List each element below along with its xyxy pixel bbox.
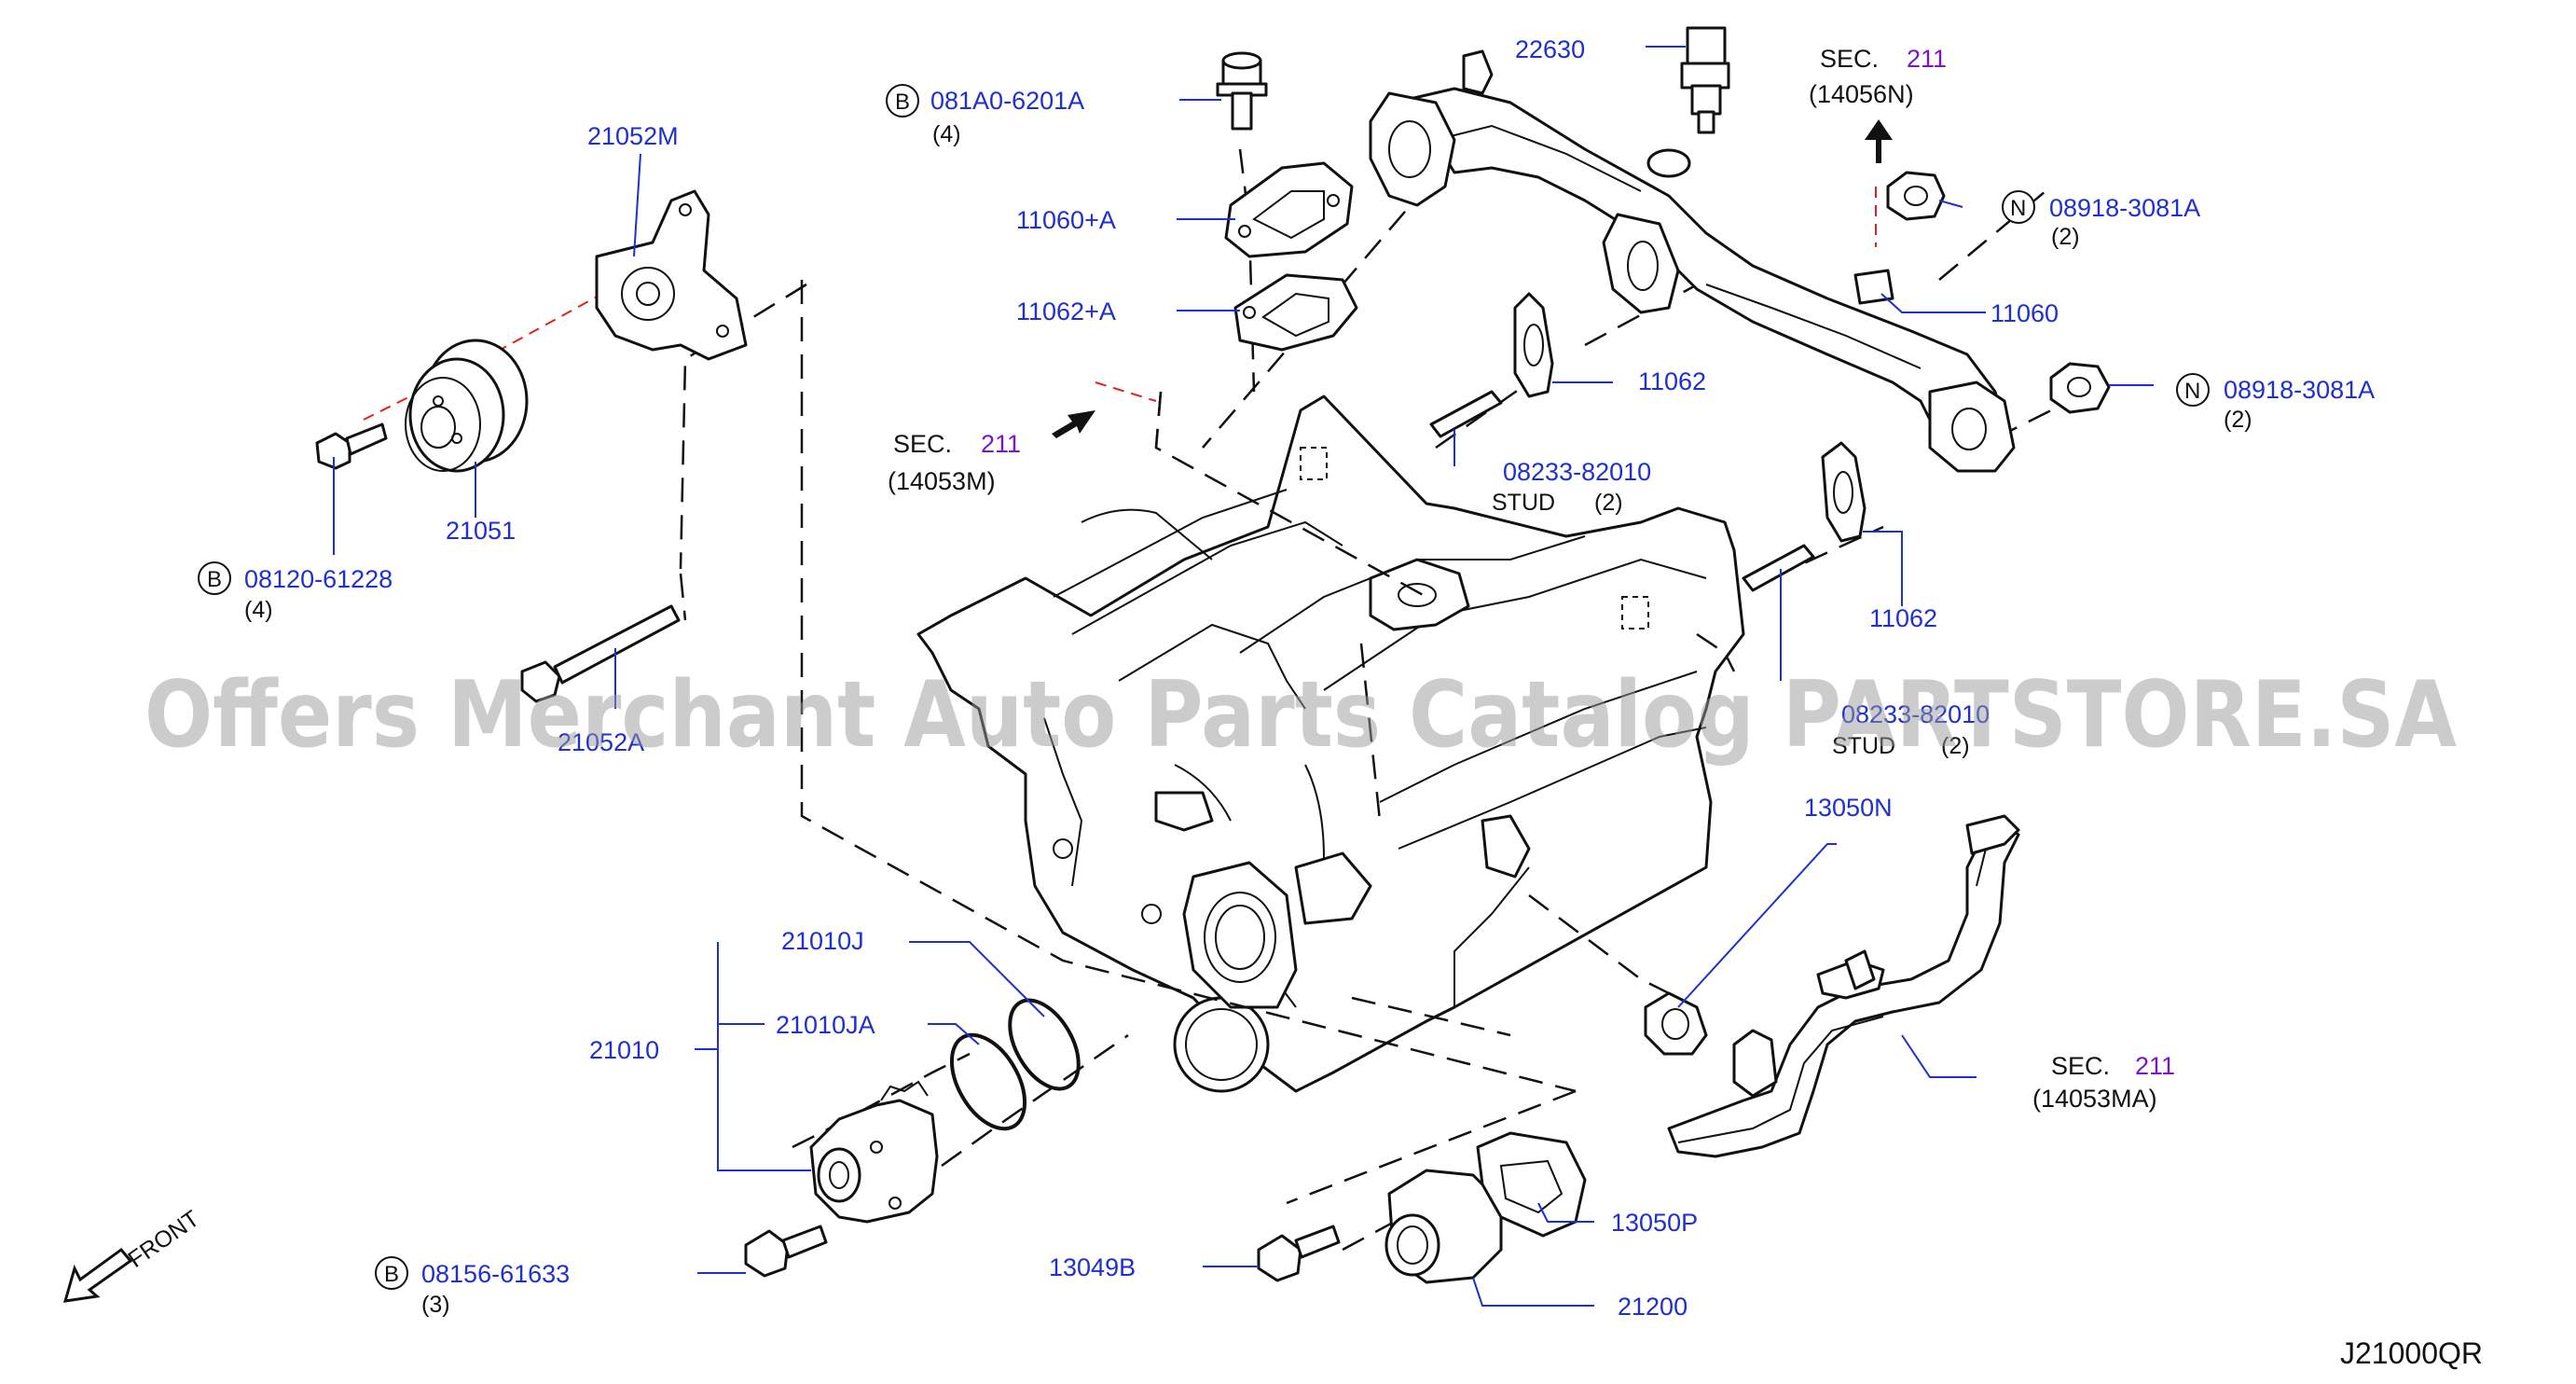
leader-lines [333,46,2154,1307]
sec-top-right-number: 211 [1907,45,1947,73]
label-21010: 21010 [589,1036,659,1064]
temperature-sensor [1680,26,1730,134]
svg-text:B: B [207,567,222,592]
stud-text-upper: STUD [1492,490,1555,516]
front-arrow-icon [62,1247,133,1303]
qty-08120: (4) [244,597,273,623]
stud-upper [1429,390,1503,438]
label-08233-82010-lower: 08233-82010 [1841,700,1990,728]
engine-block [916,394,1745,1093]
label-08156-61633: 08156-61633 [421,1260,570,1288]
label-11062A: 11062+A [1016,298,1116,325]
bolt-13049B [1257,1225,1341,1282]
stud-text-lower: STUD [1832,733,1895,759]
o-ring-21010JA [949,1032,1027,1131]
gasket-11062-upper [1513,292,1554,398]
front-label: FRONT [123,1206,204,1273]
o-ring-21010J [1008,998,1081,1091]
long-bolt-21052A [520,604,681,703]
svg-text:N: N [2184,379,2200,404]
svg-text:N: N [2010,196,2026,221]
bolt-08156 [744,1225,828,1278]
badge-b-08156 [375,1256,408,1290]
label-08918-3081A-upper: 08918-3081A [2049,194,2200,222]
badge-b-081A0 [886,84,919,118]
sec-left-label: SEC. [893,430,952,458]
water-pipe-11060 [1369,49,2016,473]
label-21052M: 21052M [587,122,679,150]
label-21010J: 21010J [781,927,864,955]
water-pump-bracket-21052M [595,189,748,361]
watermark: Offers Merchant Auto Parts Catalog PARTS… [145,662,2457,768]
label-08233-82010-upper: 08233-82010 [1503,458,1651,486]
gasket-11062-lower [1821,441,1867,543]
label-11060A: 11060+A [1016,206,1116,234]
badge-n-08918-lower [2176,373,2210,407]
badge-b-08120 [198,561,231,595]
gasket-11062A [1233,273,1358,352]
label-08120-61228: 08120-61228 [244,565,393,593]
thermostat-housing-21200 [1384,1169,1503,1284]
bolt-081A0 [1216,51,1268,131]
label-08918-3081A-lower: 08918-3081A [2224,376,2375,404]
part-labels: 22630 B 081A0-6201A (4) 11060+A 11062+A … [198,35,2375,1321]
label-21051: 21051 [446,517,516,545]
label-13049B: 13049B [1049,1253,1136,1281]
sec-left-ref: (14053M) [888,467,996,495]
label-21052A: 21052A [558,728,644,756]
qty-08918-lower: (2) [2224,407,2252,433]
gasket-13050N [1644,991,1708,1056]
label-11060: 11060 [1991,299,2059,327]
sec-bottom-right-label: SEC. [2051,1052,2110,1080]
sec-top-right-label: SEC. [1820,45,1879,73]
cover-11060A [1224,161,1354,258]
pulley-21051 [405,339,529,473]
diagram-code: J21000QR [2340,1336,2483,1370]
qty-08156: (3) [421,1292,450,1318]
bolt-08120 [315,422,388,470]
nut-upper [1886,171,1946,221]
qty-08233-lower: (2) [1941,733,1970,759]
svg-text:B: B [895,90,910,115]
svg-text:B: B [384,1262,399,1287]
label-13050N: 13050N [1804,794,1893,822]
qty-08918-upper: (2) [2051,224,2080,250]
water-pipe-14053MA [1667,814,2020,1158]
sec-left-number: 211 [981,430,1021,458]
label-081A0-6201A: 081A0-6201A [930,87,1084,115]
label-21010JA: 21010JA [776,1011,875,1039]
label-11062-lower: 11062 [1869,604,1937,632]
stud-lower [1742,544,1815,592]
qty-08233-upper: (2) [1594,490,1623,516]
label-13050P: 13050P [1611,1209,1698,1237]
label-22630: 22630 [1515,35,1585,63]
label-11062-upper: 11062 [1638,367,1706,395]
section-references: SEC. 211 (14056N) SEC. 211 (14053M) SEC.… [888,45,2175,1113]
qty-081A0: (4) [932,121,961,147]
water-pump-21010 [809,1080,939,1224]
badge-n-08918-upper [2002,190,2035,224]
sec-bottom-right-number: 211 [2135,1052,2175,1080]
sec-top-right-ref: (14056N) [1809,80,1914,108]
label-21200: 21200 [1618,1293,1687,1321]
nut-lower [2049,362,2111,414]
sec-bottom-right-ref: (14053MA) [2032,1085,2157,1113]
arrow-sec-left [1052,410,1095,438]
arrow-sec-top-right [1865,119,1893,163]
